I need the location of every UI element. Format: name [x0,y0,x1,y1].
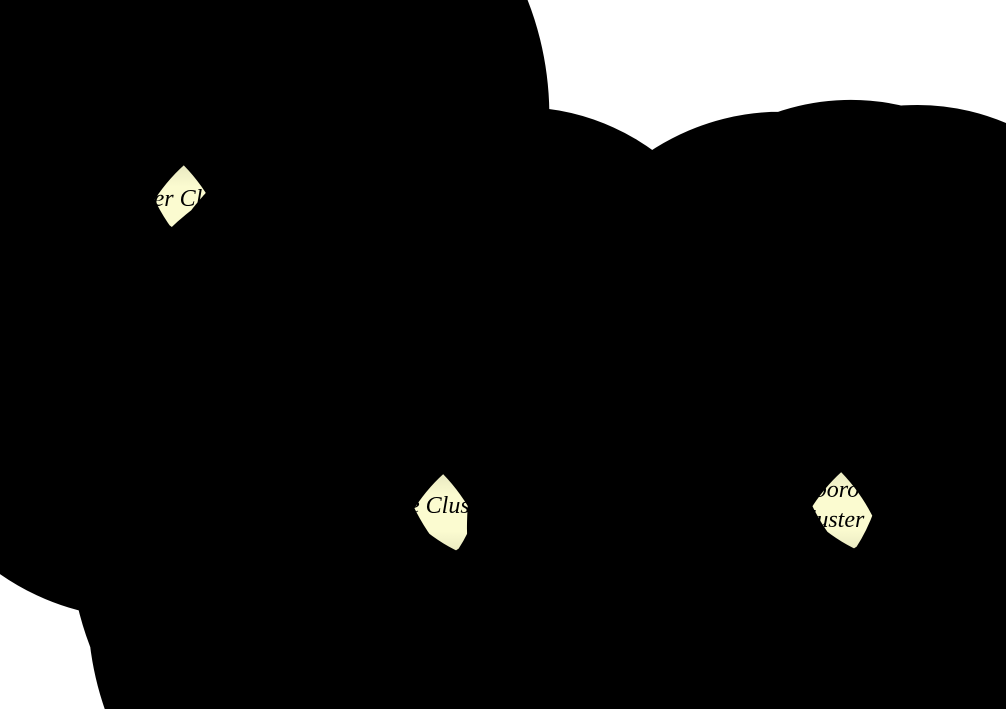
hanover-cluster-label: Hanover Cluster [89,186,251,212]
arrowhead-down [300,362,312,376]
arrowhead-left [614,502,630,518]
connector-hanover-keene [288,346,312,376]
connector-keene-peterborough [614,502,668,524]
keene-cluster-label: Keene Cluster [359,493,497,519]
arrowhead-right [650,508,668,524]
peterborough-cluster-label: Peterborough Cluster [762,477,896,533]
